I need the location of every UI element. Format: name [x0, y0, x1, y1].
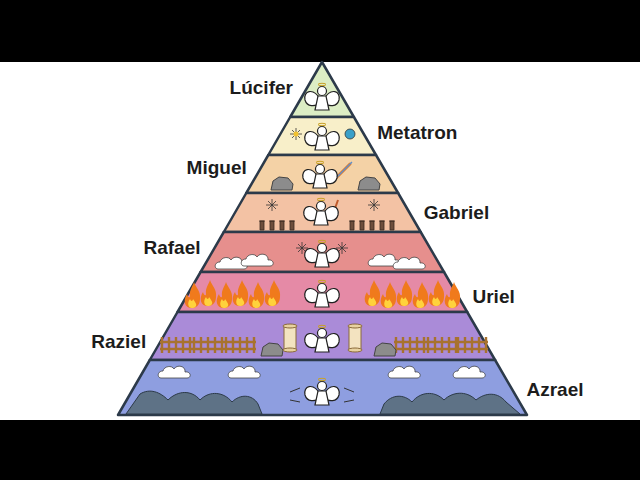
band-shape	[0, 117, 640, 155]
pyramid-band: Lúcifer	[0, 62, 640, 117]
band-shape	[0, 232, 640, 272]
pyramid-band: Gabriel	[0, 193, 640, 232]
letterbox-bar	[0, 420, 640, 480]
pyramid-band: Metatron	[0, 117, 640, 155]
angel-name: Rafael	[144, 237, 201, 260]
pyramid-band: Raziel	[0, 312, 640, 360]
letterbox-bar	[0, 0, 640, 62]
band-shape	[0, 272, 640, 312]
angel-name: Gabriel	[424, 202, 489, 225]
angel-name: Azrael	[527, 379, 584, 402]
band-shape	[0, 62, 640, 117]
angel-name: Raziel	[91, 331, 146, 354]
angel-name: Metatron	[377, 122, 457, 145]
band-shape	[0, 193, 640, 232]
pyramid-band: Azrael	[0, 360, 640, 415]
angel-name: Uriel	[473, 286, 515, 309]
angel-name: Miguel	[187, 157, 247, 180]
angel-name: Lúcifer	[230, 77, 293, 100]
pyramid-band: Rafael	[0, 232, 640, 272]
band-shape	[0, 155, 640, 193]
pyramid-band: Uriel	[0, 272, 640, 312]
pyramid-band: Miguel	[0, 155, 640, 193]
